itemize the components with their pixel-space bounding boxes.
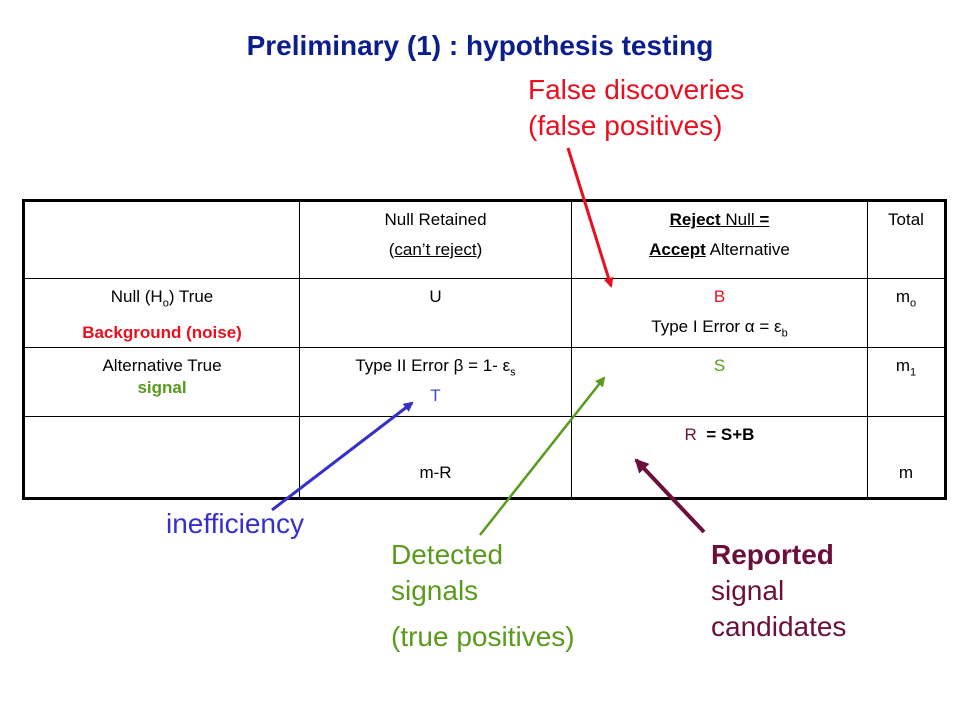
table-row-totals: m-R R = S+B m [23,416,946,499]
reported-line3: candidates [711,611,847,642]
detected-line1: Detected [391,539,504,570]
m0-value: mo [895,287,917,310]
corner-cell [23,200,300,279]
total-label: Total [888,210,924,229]
cell-type2-error: Type II Error β = 1- εs T [299,347,572,417]
cell-m1: m1 [867,347,946,417]
header-reject-null: Reject Null = Accept Alternative [571,200,868,279]
cell-r: R = S+B [571,416,868,499]
hypothesis-testing-table: Null Retained (can’t reject) Reject Null… [22,199,947,500]
reported-line1: Reported [711,539,834,570]
cell-u: U [299,278,572,348]
table-header-row: Null Retained (can’t reject) Reject Null… [23,200,946,279]
accept-alternative-label: Accept Alternative [649,240,790,259]
table-row-alternative-true: Alternative True signal Type II Error β … [23,347,946,417]
cell-b: B Type I Error α = εb [571,278,868,348]
false-discoveries-line2: (false positives) [528,110,723,141]
reported-line2: signal [711,575,785,606]
row-label-alternative-true: Alternative True signal [23,347,300,417]
slide-title: Preliminary (1) : hypothesis testing [246,30,714,61]
header-null-retained: Null Retained (can’t reject) [299,200,572,279]
detected-line2: signals [391,575,479,606]
null-retained-label: Null Retained [384,210,487,229]
cant-reject-label: (can’t reject) [388,240,483,259]
u-value: U [429,287,442,306]
cell-s: S [571,347,868,417]
cell-m0: mo [867,278,946,348]
false-discoveries-annotation: False discoveries (false positives) [528,72,744,144]
null-true-label: Null (Ho) True [110,287,214,310]
detected-line3: (true positives) [391,621,575,652]
signal-label: signal [137,378,187,397]
detected-signals-annotation: Detected signals (true positives) [391,537,575,655]
m-total-value: m [898,463,914,482]
cell-m-total: m [867,416,946,499]
type2-error-label: Type II Error β = 1- εs [355,356,516,379]
row-label-null-true: Null (Ho) True Background (noise) [23,278,300,348]
b-value: B [713,287,726,306]
r-value: R = S+B [684,425,755,444]
totals-label-cell [23,416,300,499]
reject-null-label: Reject Null = [669,210,770,229]
inefficiency-annotation: inefficiency [166,508,305,539]
false-discoveries-line1: False discoveries [528,74,745,105]
table-row-null-true: Null (Ho) True Background (noise) U B Ty… [23,278,946,348]
header-total: Total [867,200,946,279]
m-minus-r-value: m-R [419,463,452,482]
m1-value: m1 [895,356,917,379]
s-value: S [713,356,726,375]
cell-m-minus-r: m-R [299,416,572,499]
alternative-true-label: Alternative True [102,356,222,375]
t-value: T [430,386,441,406]
background-noise-label: Background (noise) [82,323,242,343]
reported-candidates-annotation: Reported signal candidates [711,537,846,645]
type1-error-label: Type I Error α = εb [651,317,788,340]
